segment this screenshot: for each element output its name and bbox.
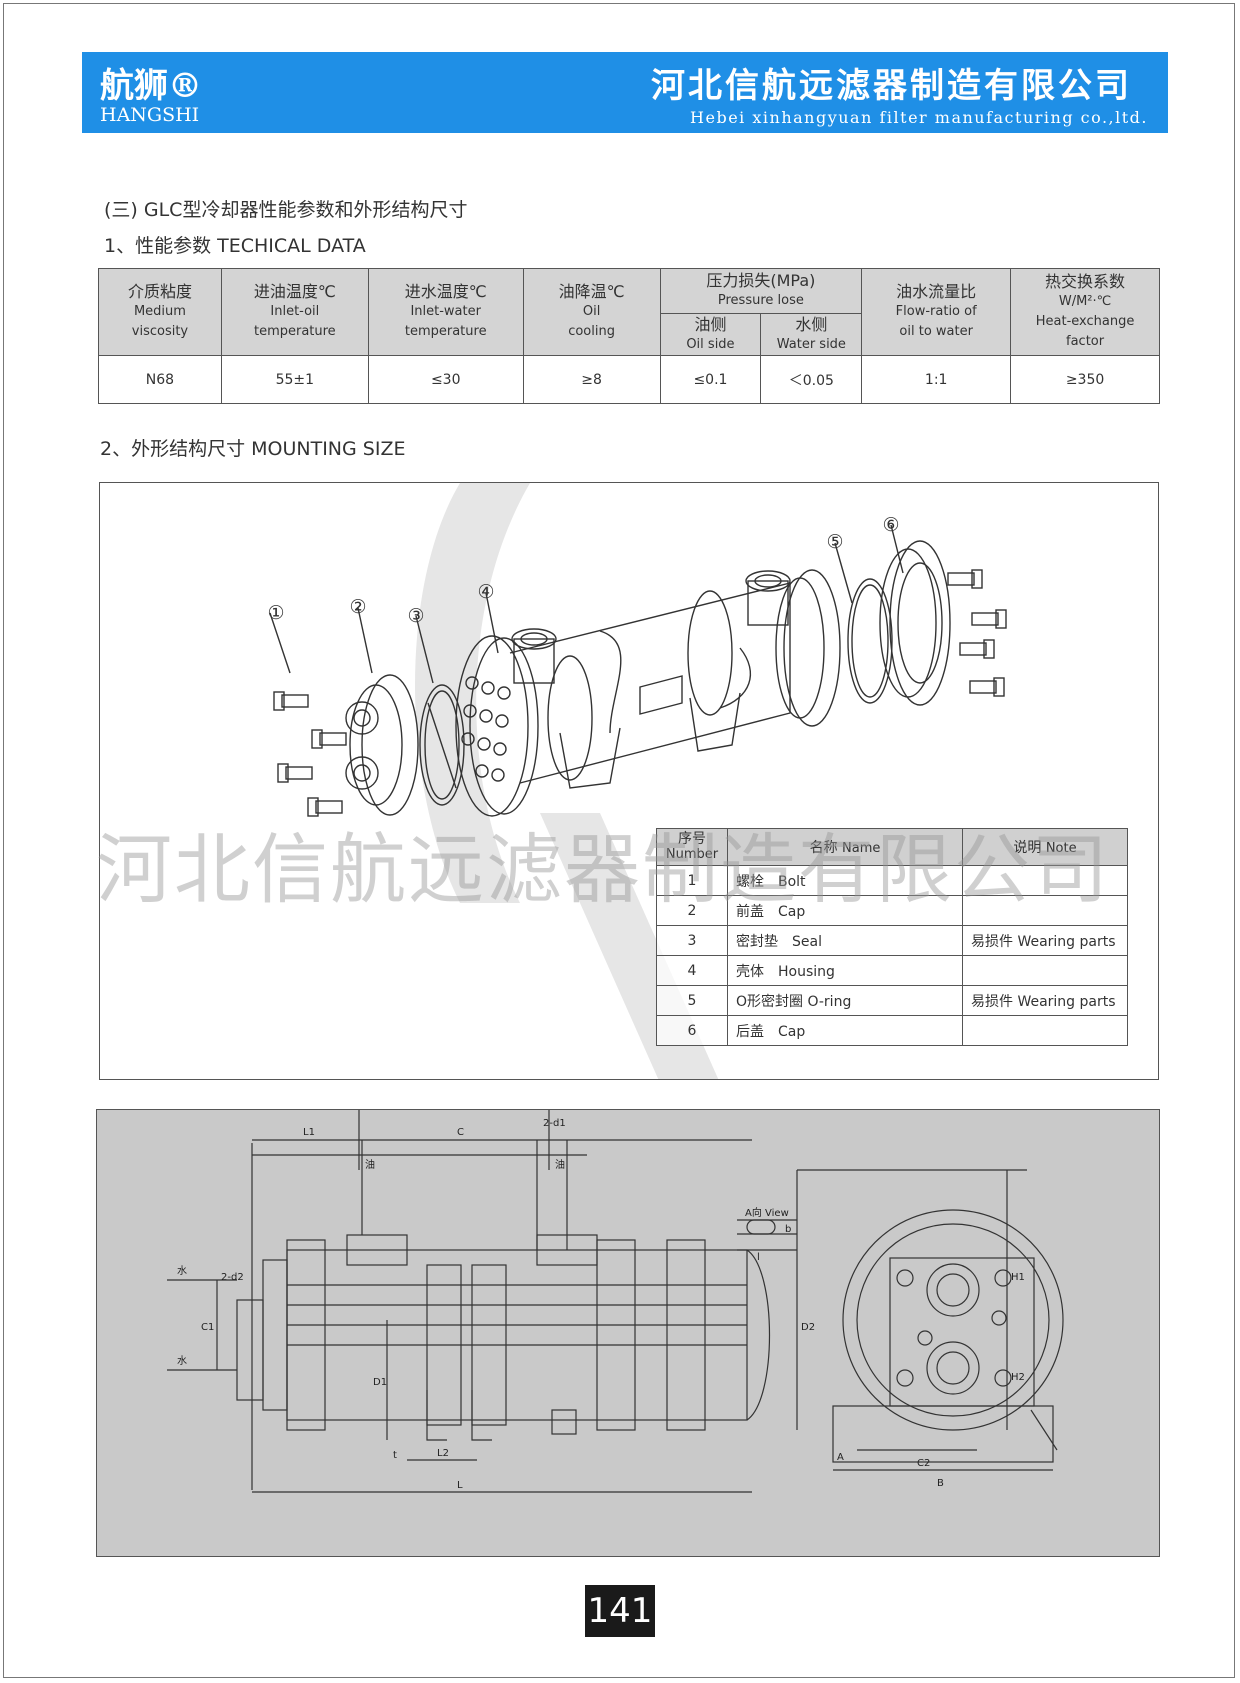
dim-l: L xyxy=(457,1480,463,1491)
mount-heading: 2、外形结构尺寸 MOUNTING SIZE xyxy=(100,438,406,460)
section-title: (三) GLC型冷却器性能参数和外形结构尺寸 xyxy=(104,199,468,221)
perf-cell-heat-exchange: ≥350 xyxy=(1010,355,1160,404)
dim-l1: L1 xyxy=(303,1127,315,1138)
perf-header-oil-side: 油侧 Oil side xyxy=(659,313,762,356)
perf-cell-oil-cooling: ≥8 xyxy=(522,355,661,404)
dim-l2: L2 xyxy=(437,1448,449,1459)
perf-header-medium: 介质粘度 Medium viscosity xyxy=(98,268,222,356)
perf-header-flow-ratio: 油水流量比 Flow-ratio of oil to water xyxy=(861,268,1012,356)
company-name-en: Hebei xinhangyuan filter manufacturing c… xyxy=(690,108,1148,127)
callout-4: ④ xyxy=(477,581,494,603)
dim-a-view: A向 View xyxy=(745,1206,789,1219)
table-row: 4 壳体 Housing xyxy=(656,955,1128,986)
perf-heading: 1、性能参数 TECHICAL DATA xyxy=(104,235,366,257)
dim-oil-top-left: 油 xyxy=(365,1158,375,1171)
table-row: 3 密封垫 Seal 易损件 Wearing parts xyxy=(656,925,1128,956)
perf-cell-flow-ratio: 1:1 xyxy=(861,355,1012,404)
dim-2-d1: 2-d1 xyxy=(543,1118,566,1129)
perf-cell-medium: N68 xyxy=(98,355,222,404)
callout-5: ⑤ xyxy=(826,531,843,553)
brand-name-cn: 航狮® xyxy=(100,66,202,106)
perf-header-heat-exchange: 热交换系数 W/M²·℃ Heat-exchange factor xyxy=(1010,268,1160,356)
callout-6: ⑥ xyxy=(882,514,899,536)
perf-header-pressure-lose: 压力损失(MPa) Pressure lose xyxy=(659,268,863,314)
dim-2-d2: 2-d2 xyxy=(221,1272,244,1283)
parts-list-table: 序号 Number 名称 Name 说明 Note 1 螺栓 Bolt 2 前盖… xyxy=(656,828,1128,1046)
dim-l-small: l xyxy=(757,1252,760,1263)
perf-header-oil-cooling: 油降温℃ Oil cooling xyxy=(522,268,661,356)
perf-header-inlet-water: 进水温度℃ Inlet-water temperature xyxy=(367,268,524,356)
table-row: 2 前盖 Cap xyxy=(656,895,1128,926)
callout-3: ③ xyxy=(407,605,424,627)
dim-c: C xyxy=(457,1127,464,1138)
dim-d1: D1 xyxy=(373,1377,387,1388)
brand-name-en: HANGSHI xyxy=(100,104,200,126)
parts-header-note: 说明 Note xyxy=(962,828,1128,866)
perf-cell-inlet-oil: 55±1 xyxy=(220,355,369,404)
company-name-cn: 河北信航远滤器制造有限公司 xyxy=(651,66,1132,106)
dim-t: t xyxy=(393,1450,397,1461)
dim-h1: H1 xyxy=(1011,1272,1025,1283)
dim-oil-top-right: 油 xyxy=(555,1158,565,1171)
dim-water-lower: 水 xyxy=(177,1355,187,1367)
dim-a: A xyxy=(837,1452,844,1463)
table-row: N68 55±1 ≤30 ≥8 ≤0.1 ＜0.05 1:1 ≥350 xyxy=(98,355,1160,404)
table-row: 5 O形密封圈 O-ring 易损件 Wearing parts xyxy=(656,985,1128,1016)
dim-b: b xyxy=(785,1224,791,1235)
dim-c1: C1 xyxy=(201,1322,214,1333)
header-bar: 航狮® HANGSHI 河北信航远滤器制造有限公司 Hebei xinhangy… xyxy=(82,52,1168,133)
page-number: 141 xyxy=(585,1585,655,1637)
perf-cell-inlet-water: ≤30 xyxy=(367,355,524,404)
dimension-drawing: 油 油 水 水 L1 C 2-d1 2-d2 C1 D1 L2 L t A向 V… xyxy=(96,1109,1160,1557)
dim-water-upper: 水 xyxy=(177,1265,187,1277)
dim-b-width: B xyxy=(937,1478,944,1489)
page-border xyxy=(3,3,1235,1678)
exploded-view-figure: ① ② ③ ④ ⑤ ⑥ 序号 Number 名称 Name 说明 Note xyxy=(99,482,1159,1080)
perf-header-water-side: 水侧 Water side xyxy=(760,313,863,356)
table-row: 6 后盖 Cap xyxy=(656,1015,1128,1046)
dimension-drawing-svg: 油 油 水 水 L1 C 2-d1 2-d2 C1 D1 L2 L t A向 V… xyxy=(167,1110,1064,1493)
dim-d2: D2 xyxy=(801,1322,815,1333)
dim-c2: C2 xyxy=(917,1458,930,1469)
callout-1: ① xyxy=(267,602,284,624)
parts-header-number: 序号 Number xyxy=(656,828,728,866)
dim-h2: H2 xyxy=(1011,1372,1025,1383)
performance-table: 介质粘度 Medium viscosity 进油温度℃ Inlet-oil te… xyxy=(98,268,1160,404)
table-row: 1 螺栓 Bolt xyxy=(656,865,1128,896)
perf-cell-oil-side: ≤0.1 xyxy=(659,355,762,404)
callout-2: ② xyxy=(349,596,366,618)
perf-header-inlet-oil: 进油温度℃ Inlet-oil temperature xyxy=(220,268,369,356)
parts-header-name: 名称 Name xyxy=(727,828,963,866)
perf-cell-water-side: ＜0.05 xyxy=(760,355,863,404)
